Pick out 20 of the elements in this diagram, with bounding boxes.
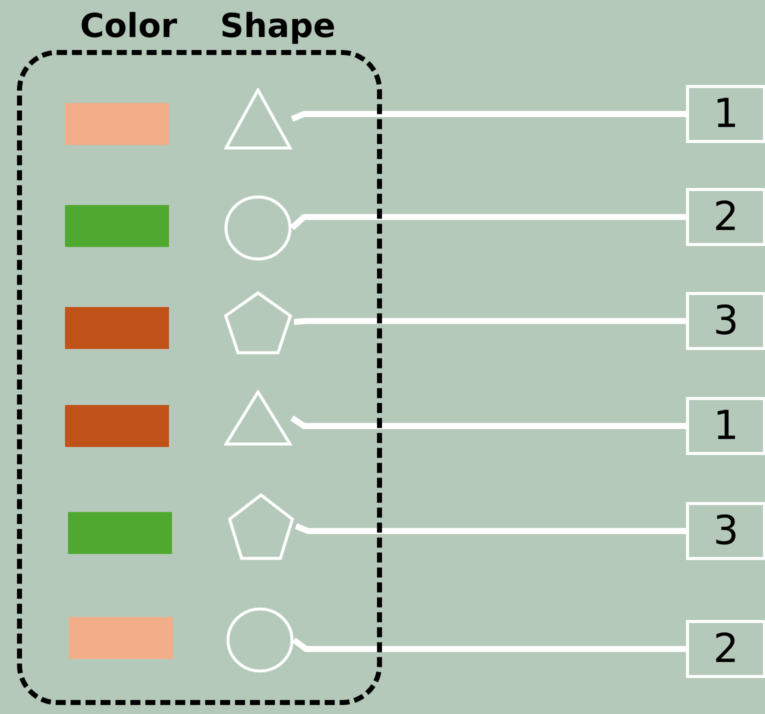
connector-line [292, 638, 686, 652]
color-swatch [68, 512, 172, 554]
connector-line [294, 523, 686, 534]
number-box: 2 [686, 620, 765, 678]
color-swatch [69, 617, 173, 659]
color-swatch [65, 205, 169, 247]
connector-line [290, 416, 686, 429]
column-heading: Color [80, 5, 178, 47]
column-heading: Shape [220, 5, 336, 47]
connector-line [294, 318, 686, 325]
color-swatch [65, 307, 169, 349]
color-swatch [65, 103, 169, 145]
number-box: 3 [686, 292, 765, 350]
number-box: 3 [686, 502, 765, 560]
connector-line [290, 111, 686, 122]
number-box: 1 [686, 397, 765, 455]
connector-line [290, 214, 686, 230]
number-box: 1 [686, 85, 765, 143]
color-swatch [65, 405, 169, 447]
number-box: 2 [686, 188, 765, 246]
